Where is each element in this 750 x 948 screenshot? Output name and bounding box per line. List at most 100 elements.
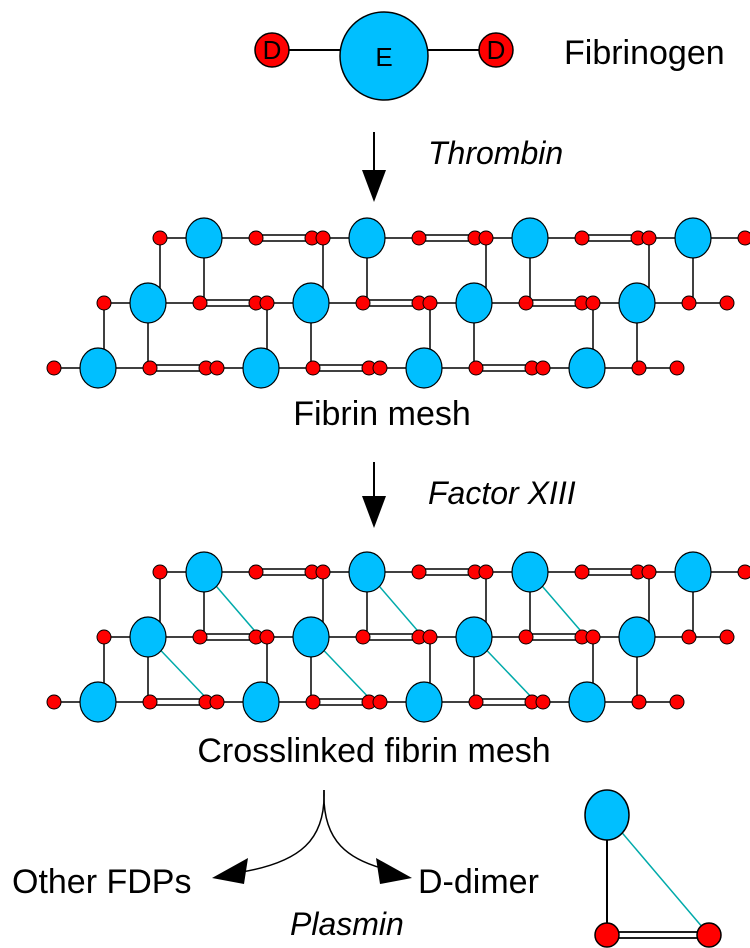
d-domain-node [478,564,494,580]
d-domain-node [518,629,534,645]
d-domain-node [422,629,438,645]
arrowhead-d-dimer [376,858,412,884]
fibrinogen-label: Fibrinogen [564,34,725,72]
crosslinked-mesh-label: Crosslinked fibrin mesh [197,732,550,770]
d-domain-node [142,694,158,710]
d-domain-node [535,360,551,376]
fibrin-mesh-label: Fibrin mesh [293,395,471,433]
d-label-right: D [487,35,506,65]
d-domain-node [152,564,168,580]
d-domain-node [641,230,657,246]
e-domain-node [568,681,606,723]
e-label: E [375,42,392,72]
d-domain-node [209,694,225,710]
d-domain-node [142,360,158,376]
e-domain-node [242,347,280,389]
other-fdps-label: Other FDPs [12,863,191,901]
factor-xiii-arrow [362,462,386,528]
e-domain-node [129,282,167,324]
d-domain-node [372,694,388,710]
d-domain-node [411,230,427,246]
d-dimer-d-domain-left [594,922,620,948]
d-domain-node [681,629,697,645]
d-domain-node [305,360,321,376]
d-domain-node [585,295,601,311]
e-domain-node [185,551,223,593]
d-domain-node [96,629,112,645]
d-domain-node [355,629,371,645]
d-domain-node [585,629,601,645]
e-domain-node [455,282,493,324]
d-domain-node [259,629,275,645]
e-domain-node [242,681,280,723]
d-domain-left [254,32,290,68]
d-domain-node [518,295,534,311]
e-domain-node [455,616,493,658]
d-domain-node [574,230,590,246]
d-dimer-structure [584,789,722,948]
d-domain-node [152,230,168,246]
d-domain-node [641,564,657,580]
d-domain-node [209,360,225,376]
d-domain-node [355,295,371,311]
d-domain-node [192,629,208,645]
e-domain-node [405,347,443,389]
plasmin-split-arrows [241,789,399,873]
d-domain-node [478,230,494,246]
d-domain-node [719,629,735,645]
d-domain-node [411,564,427,580]
factor-xiii-label: Factor XIII [428,475,576,511]
d-domain-node [248,564,264,580]
fibrin-mesh [46,217,750,389]
d-domain-node [372,360,388,376]
d-domain-node [305,694,321,710]
e-domain-node [568,347,606,389]
d-domain-node [737,230,750,246]
e-domain [339,11,429,101]
mesh-nodes [46,551,750,723]
d-domain-node [46,694,62,710]
e-domain-node [79,347,117,389]
plasmin-label: Plasmin [290,906,404,942]
mesh-nodes [46,217,750,389]
d-domain-node [422,295,438,311]
d-domain-node [46,360,62,376]
e-domain-node [511,551,549,593]
d-domain-node [259,295,275,311]
e-domain-node [405,681,443,723]
arrow-to-other-fdps [241,789,325,873]
e-domain-node [618,282,656,324]
d-domain-node [315,230,331,246]
e-domain-node [674,551,712,593]
d-domain-node [574,564,590,580]
d-domain-right [478,32,514,68]
d-domain-node [669,694,685,710]
e-domain-node [79,681,117,723]
d-dimer-d-domain-right [696,922,722,948]
arrowhead-other-fdps [212,858,248,884]
crosslinked-fibrin-mesh [46,551,750,723]
d-domain-node [719,295,735,311]
d-domain-node [669,360,685,376]
d-domain-node [96,295,112,311]
e-domain-node [185,217,223,259]
d-domain-node [468,694,484,710]
d-dimer-crosslink [606,814,710,936]
d-domain-node [248,230,264,246]
e-domain-node [292,282,330,324]
e-domain-node [618,616,656,658]
d-domain-node [535,694,551,710]
e-domain-node [292,616,330,658]
d-dimer-label: D-dimer [418,863,539,901]
d-dimer-e-domain [584,789,630,841]
d-domain-node [631,360,647,376]
d-domain-node [681,295,697,311]
e-domain-node [129,616,167,658]
d-label-left: D [263,35,282,65]
arrow-to-d-dimer [323,789,399,873]
fibrinogen-molecule: D D E [254,11,514,101]
thrombin-label: Thrombin [428,135,563,171]
d-domain-node [737,564,750,580]
thrombin-arrow [362,132,386,202]
